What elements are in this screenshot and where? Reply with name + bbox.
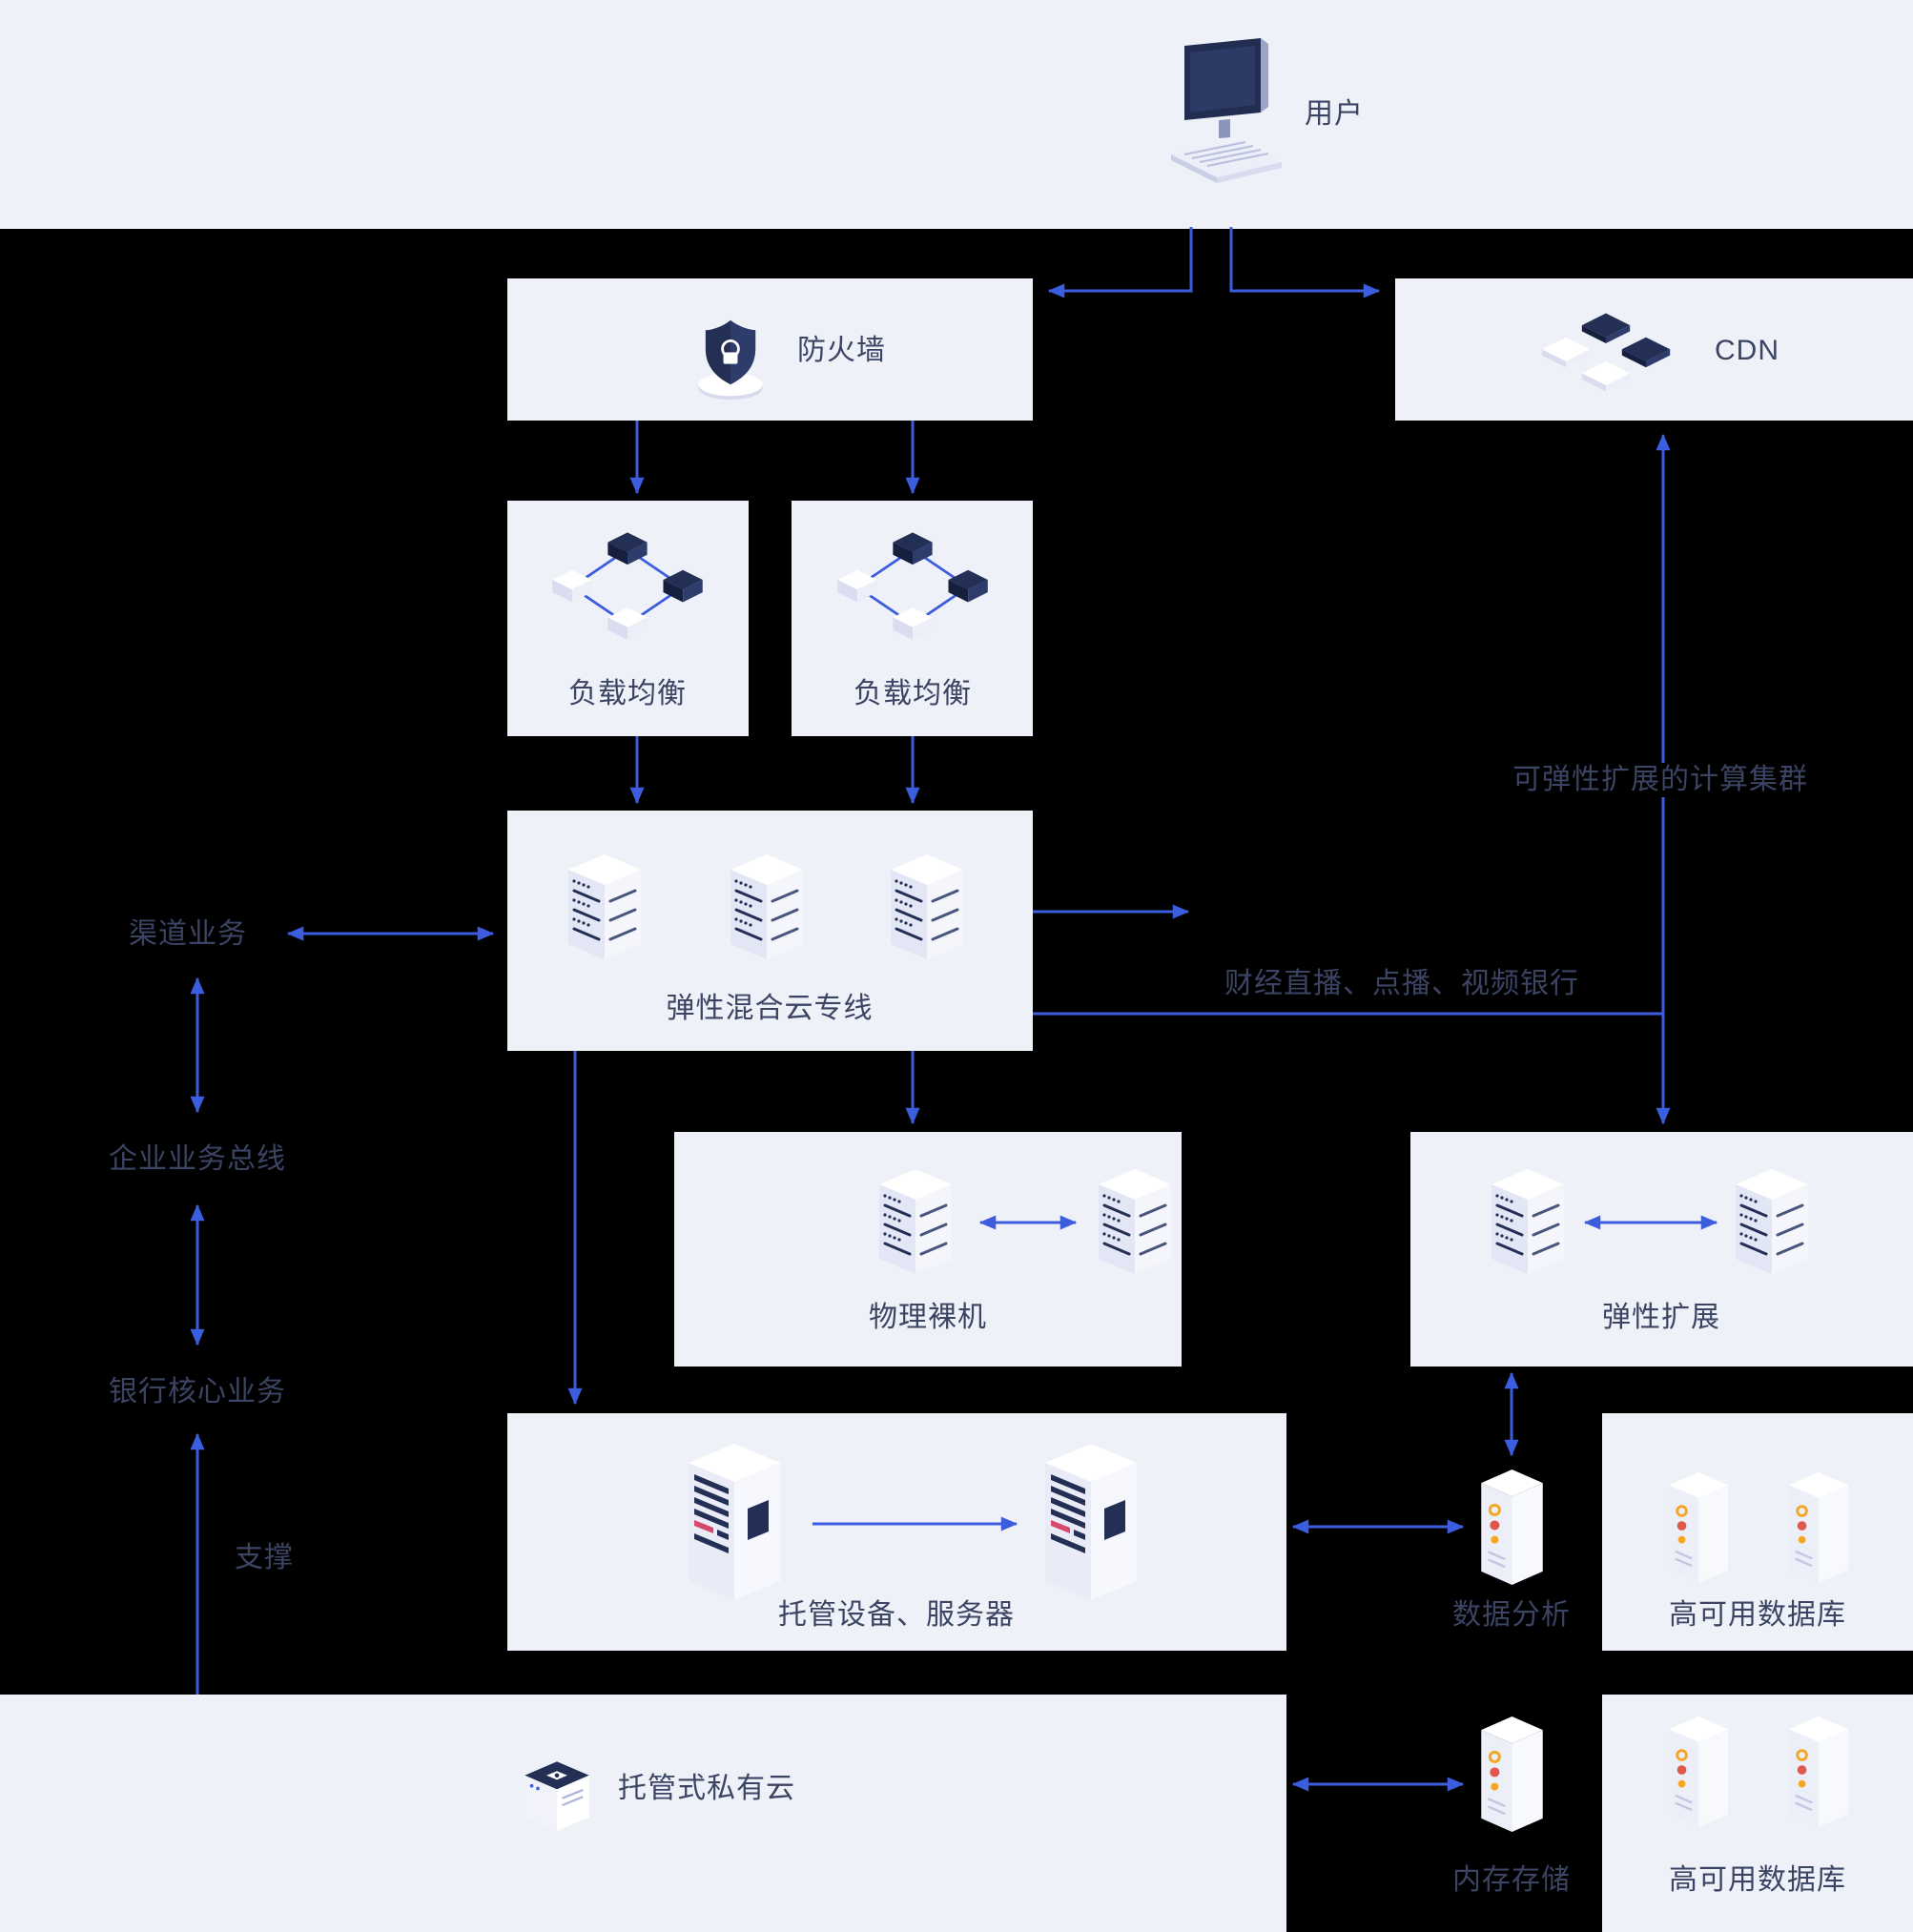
memory-storage-label: 内存存储 bbox=[1452, 1864, 1571, 1896]
private-cloud-cube-icon bbox=[518, 1749, 596, 1837]
memory-storage-icon bbox=[1471, 1711, 1553, 1838]
hybrid-cloud-line-label: 弹性混合云专线 bbox=[666, 993, 874, 1024]
user-computer-icon bbox=[1162, 32, 1295, 195]
bank-core-label: 银行核心业务 bbox=[109, 1376, 286, 1408]
elastic-scaling-label: 弹性扩展 bbox=[1602, 1302, 1720, 1333]
cdn-label: CDN bbox=[1715, 335, 1779, 366]
ha-database-bottom-icon-2 bbox=[1781, 1711, 1856, 1833]
finance-video-label: 财经直播、点播、视频银行 bbox=[1224, 968, 1579, 999]
bare-metal-label: 物理裸机 bbox=[869, 1302, 987, 1333]
bare-metal-server-icon-1 bbox=[872, 1161, 959, 1282]
load-balancer-1-label: 负载均衡 bbox=[568, 678, 687, 709]
top-user-band bbox=[0, 0, 1913, 229]
cdn-cluster-icon bbox=[1526, 303, 1686, 403]
bare-metal-server-icon-2 bbox=[1091, 1161, 1179, 1282]
ha-database-bottom-box bbox=[1602, 1695, 1913, 1932]
firewall-label: 防火墙 bbox=[797, 335, 886, 366]
user-label: 用户 bbox=[1305, 98, 1364, 130]
ha-database-top-box bbox=[1602, 1413, 1913, 1651]
hybrid-server-icon-3 bbox=[883, 847, 971, 967]
firewall-box bbox=[507, 278, 1033, 421]
data-analysis-label: 数据分析 bbox=[1452, 1599, 1571, 1631]
load-balancer-2-icon bbox=[827, 523, 998, 666]
hybrid-server-icon-2 bbox=[723, 847, 811, 967]
scalable-cluster-label: 可弹性扩展的计算集群 bbox=[1507, 763, 1814, 797]
elastic-server-icon-1 bbox=[1484, 1161, 1572, 1282]
ha-database-top-icon-2 bbox=[1781, 1467, 1856, 1589]
hosted-tower-icon-1 bbox=[679, 1436, 790, 1608]
ha-database-top-icon-1 bbox=[1661, 1467, 1736, 1589]
private-cloud-label: 托管式私有云 bbox=[618, 1773, 795, 1804]
hosted-servers-box bbox=[507, 1413, 1286, 1651]
hybrid-server-icon-1 bbox=[561, 847, 648, 967]
ha-database-bottom-label: 高可用数据库 bbox=[1669, 1864, 1846, 1896]
load-balancer-1-icon bbox=[542, 523, 713, 666]
ha-database-bottom-icon-1 bbox=[1661, 1711, 1736, 1833]
elastic-server-icon-2 bbox=[1728, 1161, 1816, 1282]
channel-business-label: 渠道业务 bbox=[129, 918, 247, 950]
hosted-tower-icon-2 bbox=[1036, 1436, 1146, 1608]
data-analysis-icon bbox=[1471, 1464, 1553, 1591]
ha-database-top-label: 高可用数据库 bbox=[1669, 1599, 1846, 1631]
enterprise-bus-label: 企业业务总线 bbox=[109, 1143, 286, 1175]
private-cloud-box bbox=[0, 1695, 1286, 1932]
hosted-servers-label: 托管设备、服务器 bbox=[778, 1599, 1015, 1631]
load-balancer-2-label: 负载均衡 bbox=[854, 678, 972, 709]
firewall-shield-icon bbox=[690, 315, 771, 404]
support-label: 支撑 bbox=[235, 1542, 294, 1573]
